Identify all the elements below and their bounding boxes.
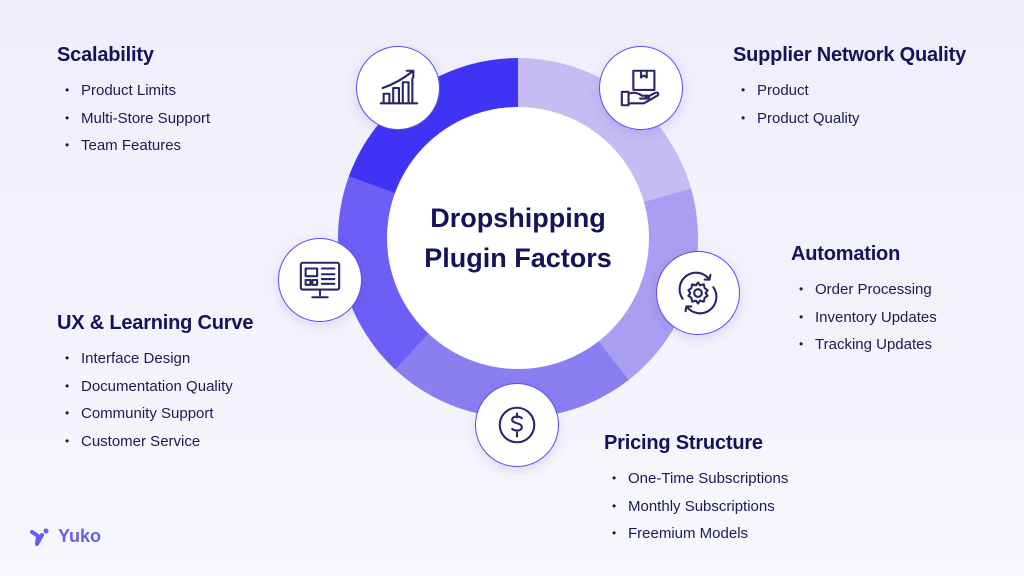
brand-name: Yuko — [58, 526, 102, 546]
segment-automation — [596, 188, 699, 380]
list-item: Customer Service — [57, 428, 253, 456]
gear-sync-icon — [656, 251, 740, 335]
factor-pricing: Pricing Structure One-Time Subscriptions… — [604, 432, 788, 548]
list-item: Team Features — [57, 132, 210, 160]
growth-chart-icon — [356, 46, 440, 130]
segment-scalability — [348, 58, 518, 195]
list-item: Order Processing — [791, 276, 937, 304]
factor-scalability: Scalability Product LimitsMulti-Store Su… — [57, 44, 210, 160]
factor-heading: UX & Learning Curve — [57, 312, 254, 334]
factor-heading: Automation — [791, 243, 901, 265]
list-item: One-Time Subscriptions — [604, 465, 788, 493]
dollar-icon — [475, 383, 559, 467]
factor-heading: Scalability — [57, 44, 154, 66]
list-item: Monthly Subscriptions — [604, 493, 788, 521]
segment-ux — [337, 176, 431, 370]
list-item: Documentation Quality — [57, 373, 253, 401]
list-item: Product Limits — [57, 77, 210, 105]
list-item: Interface Design — [57, 345, 253, 373]
list-item: Multi-Store Support — [57, 105, 210, 133]
factor-supplier-network: Supplier Network Quality ProductProduct … — [733, 44, 966, 132]
list-item: Tracking Updates — [791, 331, 937, 359]
list-item: Community Support — [57, 400, 253, 428]
monitor-code-icon — [278, 238, 362, 322]
segment-supplier — [518, 58, 692, 203]
factor-heading: Pricing Structure — [604, 432, 763, 454]
factor-ux: UX & Learning Curve Interface DesignDocu… — [57, 312, 253, 455]
factor-heading: Supplier Network Quality — [733, 44, 967, 66]
list-item: Product Quality — [733, 105, 966, 133]
title-line-2: Plugin Factors — [424, 243, 612, 273]
factor-automation: Automation Order ProcessingInventory Upd… — [791, 243, 937, 359]
package-hand-icon — [599, 46, 683, 130]
list-item: Product — [733, 77, 966, 105]
segment-pricing — [395, 331, 629, 419]
list-item: Inventory Updates — [791, 304, 937, 332]
yuko-logo-icon — [30, 528, 49, 546]
brand-logo: Yuko — [30, 526, 101, 547]
title-line-1: Dropshipping — [430, 203, 606, 233]
list-item: Freemium Models — [604, 520, 788, 548]
